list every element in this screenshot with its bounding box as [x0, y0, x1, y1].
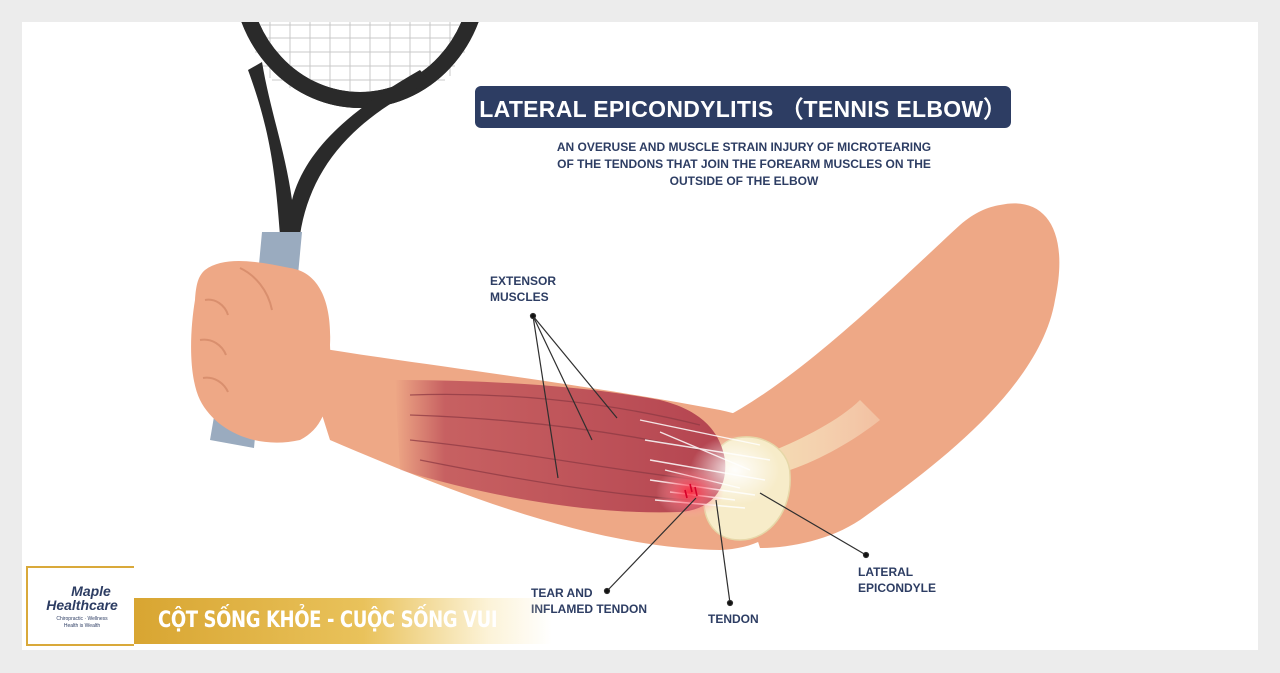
- label-tear-inflamed-tendon: TEAR AND INFLAMED TENDON: [531, 585, 647, 617]
- label-line: EPICONDYLE: [858, 581, 937, 595]
- brand-logo: [26, 566, 134, 646]
- slogan-banner: [132, 598, 552, 644]
- brand-name: Maple Healthcare: [42, 584, 122, 612]
- label-line: MUSCLES: [490, 290, 549, 304]
- brand-tagline: Chiropractic · Wellness Health is Wealth: [44, 616, 120, 630]
- label-line: EXTENSOR: [490, 274, 557, 288]
- diagram-subtitle: AN OVERUSE AND MUSCLE STRAIN INJURY OF M…: [530, 139, 958, 190]
- label-line: LATERAL: [858, 565, 914, 579]
- brand-name-line: Maple: [71, 583, 111, 599]
- label-line: INFLAMED TENDON: [531, 602, 647, 616]
- extensor-muscles: [395, 380, 780, 518]
- subtitle-line: OUTSIDE OF THE ELBOW: [669, 174, 819, 188]
- diagram-title: LATERAL EPICONDYLITIS （TENNIS ELBOW）: [475, 86, 1011, 128]
- label-line: TEAR AND: [531, 586, 593, 600]
- label-lateral-epicondyle: LATERAL EPICONDYLE: [858, 564, 936, 596]
- brand-slogan: CỘT SỐNG KHỎE - CUỘC SỐNG VUI: [158, 608, 498, 633]
- label-extensor-muscles: EXTENSOR MUSCLES: [490, 273, 556, 305]
- tagline-line: Health is Wealth: [63, 623, 101, 629]
- tagline-line: Chiropractic · Wellness: [56, 616, 108, 622]
- subtitle-line: OF THE TENDONS THAT JOIN THE FOREARM MUS…: [557, 157, 931, 171]
- subtitle-line: AN OVERUSE AND MUSCLE STRAIN INJURY OF M…: [556, 140, 932, 154]
- leader-lines: [529, 312, 870, 607]
- brand-name-line: Healthcare: [46, 597, 118, 613]
- label-tendon: TENDON: [708, 612, 759, 626]
